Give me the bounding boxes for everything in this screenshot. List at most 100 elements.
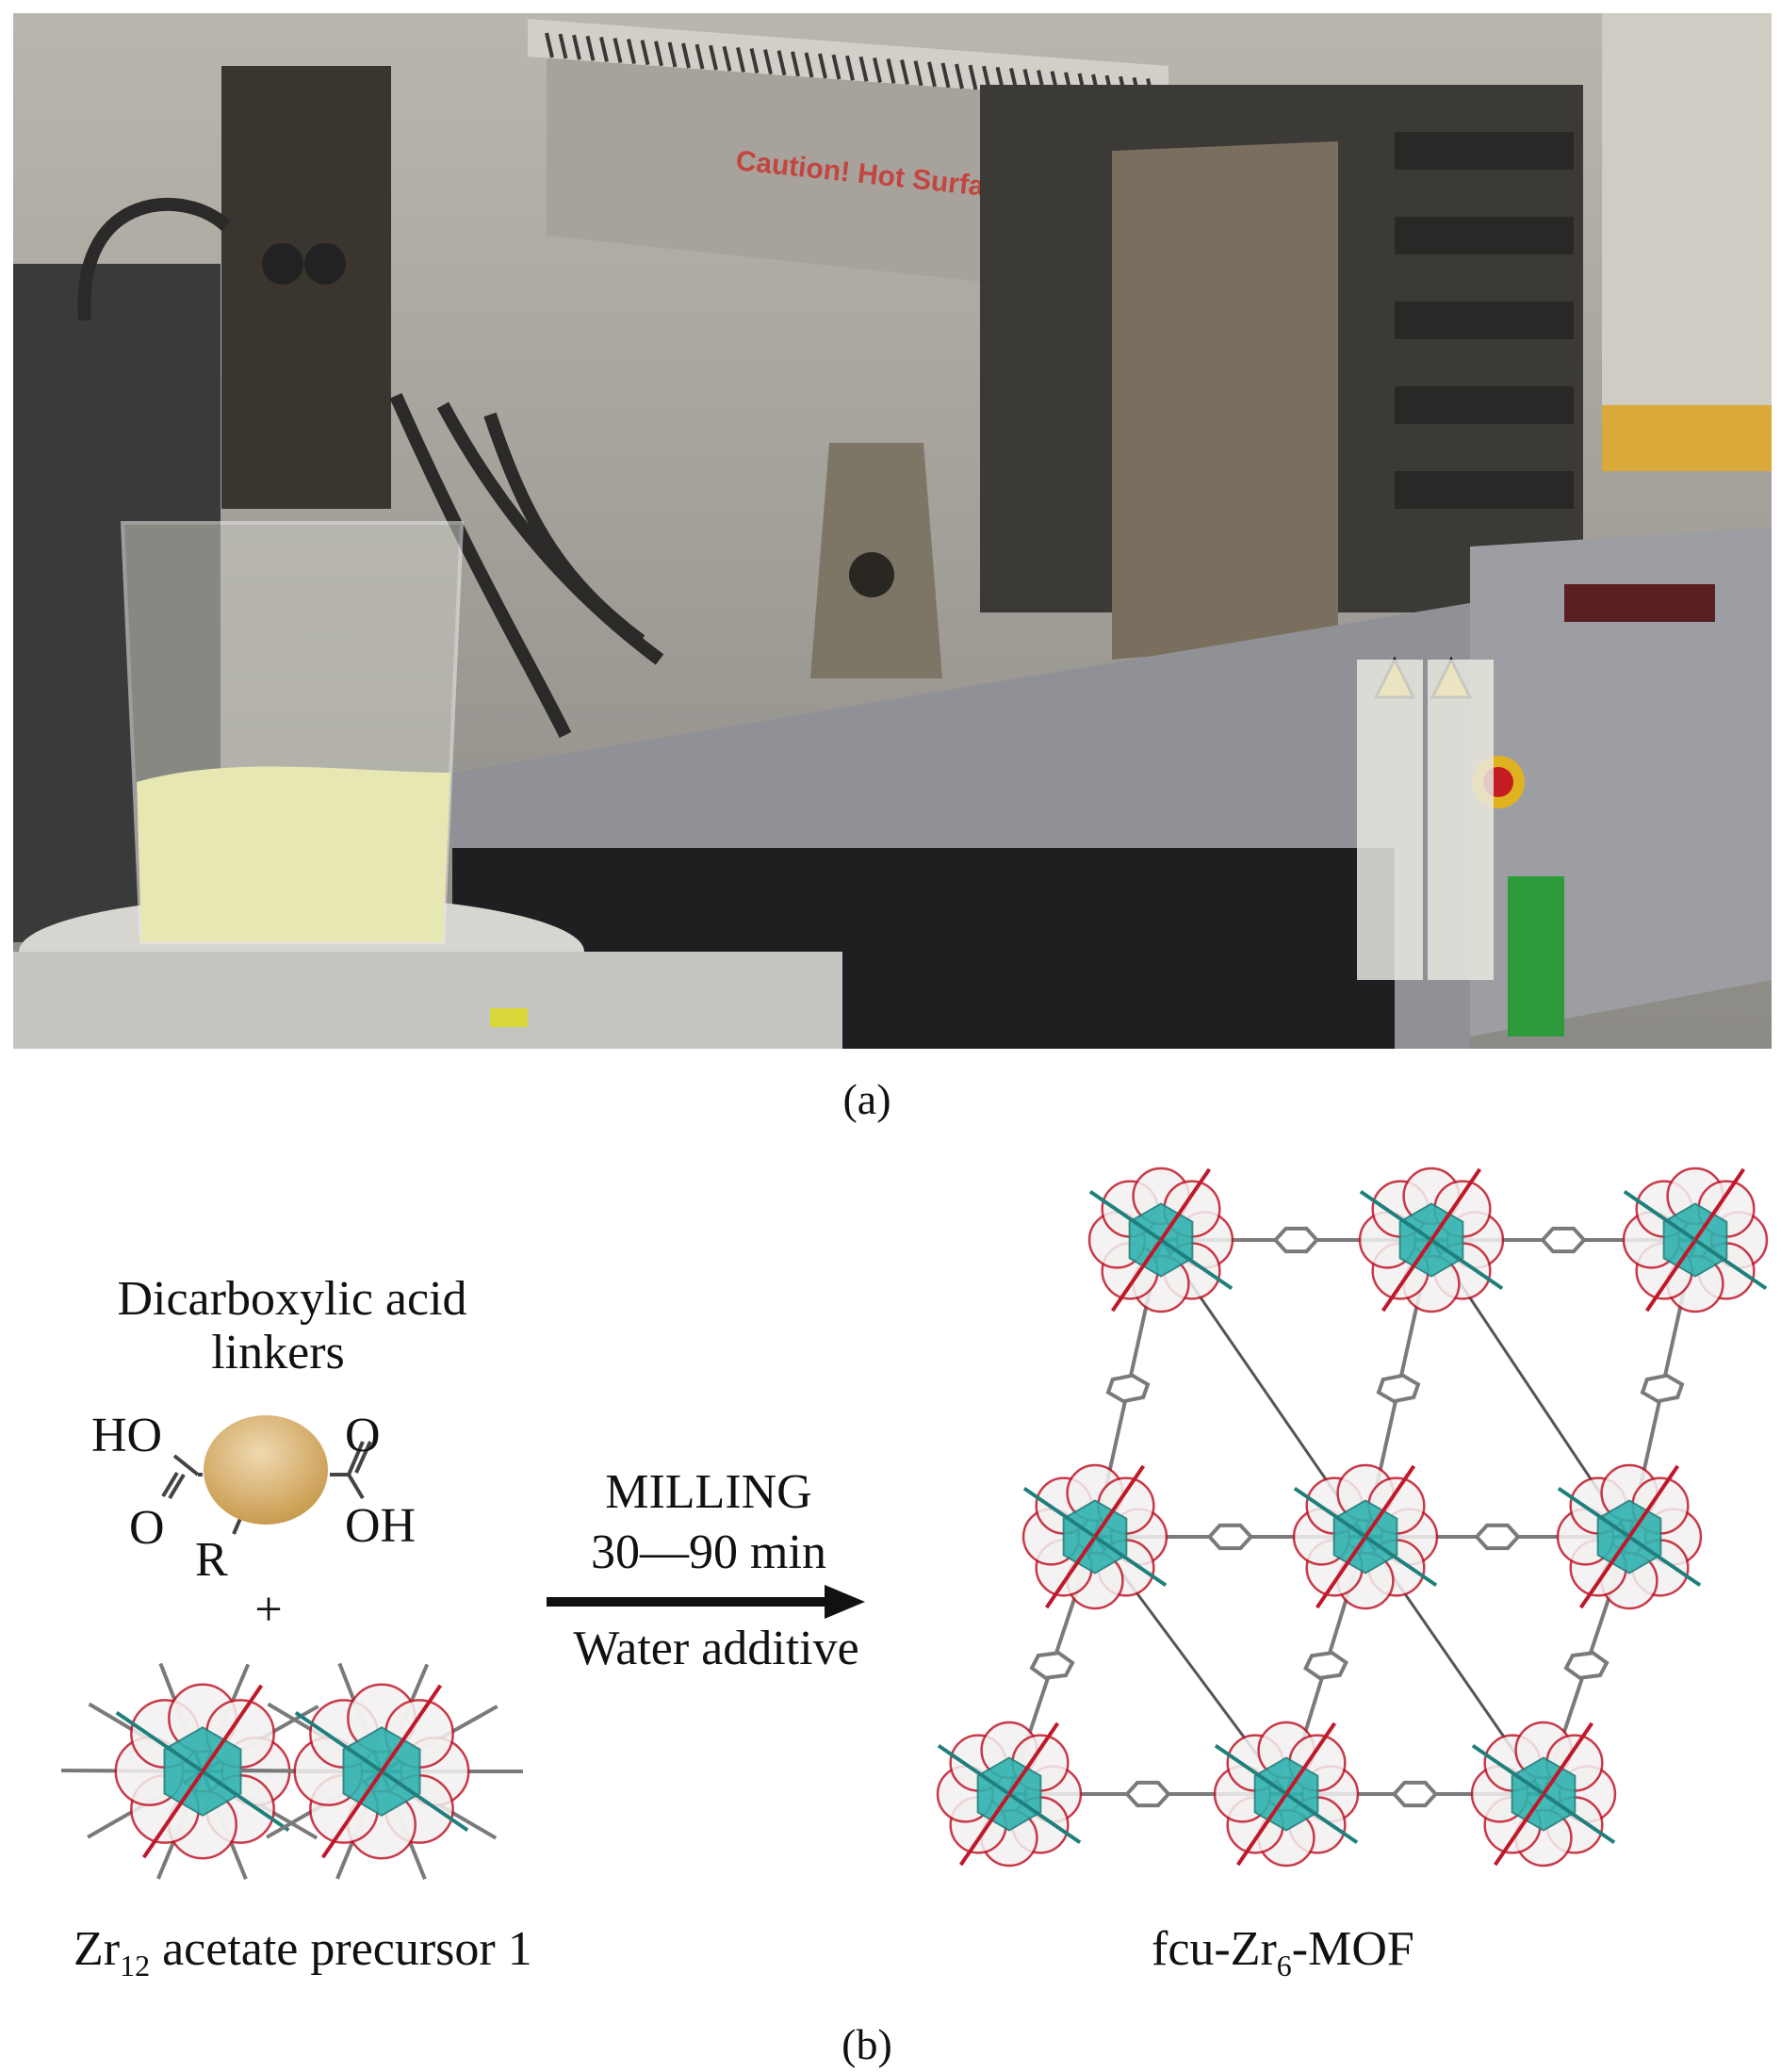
benzene-ring <box>1640 1373 1685 1404</box>
vent-slot <box>722 45 732 72</box>
bond <box>1557 1486 1631 1539</box>
zr-cluster <box>1213 1721 1360 1868</box>
vent-slot <box>613 38 623 63</box>
vent-slot <box>940 62 951 89</box>
condition-water: Water additive <box>573 1622 858 1675</box>
vent-slot <box>585 35 596 61</box>
vent-slot <box>558 33 568 59</box>
panel-a-label: (a) <box>842 1075 890 1123</box>
linker-title-line2: linkers <box>211 1326 345 1379</box>
zr-cluster <box>293 1683 470 1860</box>
vent-slot <box>545 32 554 58</box>
vent-slot <box>845 55 855 81</box>
vent-slot <box>640 40 650 66</box>
bond <box>958 1792 1011 1867</box>
product-label: fcu-Zr6-MOF <box>1152 1922 1414 1982</box>
zr12-precursor-structure <box>60 1662 523 1880</box>
benzene-ring <box>1303 1651 1348 1680</box>
bond <box>1693 1238 1768 1291</box>
bond <box>1159 1167 1212 1242</box>
benzene-ring <box>1563 1651 1609 1680</box>
vent-slot <box>681 42 691 69</box>
zr-cluster <box>1556 1463 1703 1610</box>
benzene-ring <box>1376 1373 1421 1404</box>
bond <box>1235 1792 1288 1867</box>
vent-slot <box>804 52 814 78</box>
benzene-ring <box>1206 1523 1254 1551</box>
bond <box>141 1770 204 1859</box>
atom-o-top: O <box>345 1409 381 1462</box>
zr-cluster <box>1087 1167 1234 1313</box>
bond <box>1364 1535 1438 1588</box>
atom-r: R <box>195 1533 228 1587</box>
vent-slot <box>900 59 909 86</box>
bond <box>1088 1189 1163 1242</box>
benzene-ring <box>1029 1651 1075 1680</box>
bond <box>1315 1535 1367 1609</box>
bond <box>1381 1238 1433 1313</box>
bond <box>1214 1743 1288 1796</box>
bond <box>1007 1721 1060 1796</box>
precursor-label: Zr12 acetate precursor 1 <box>74 1922 532 1982</box>
bond <box>1110 1238 1163 1313</box>
vent-slot <box>927 61 937 88</box>
bond <box>1284 1792 1359 1845</box>
reaction-arrow <box>547 1585 865 1619</box>
panel-b-label: (b) <box>841 2020 892 2068</box>
bond <box>115 1710 204 1773</box>
vent-slot <box>913 60 923 87</box>
vent-slot <box>791 51 800 77</box>
benzene-ring <box>1272 1226 1320 1254</box>
condition-time: 30—90 min <box>591 1525 826 1579</box>
vent-slot <box>873 57 882 83</box>
bond <box>1430 1238 1504 1291</box>
bond <box>1493 1792 1545 1867</box>
vent-slot <box>709 44 718 71</box>
bond <box>1542 1792 1616 1845</box>
vent-slot <box>627 39 636 65</box>
benzene-ring <box>1474 1523 1521 1551</box>
benzene-ring <box>1391 1780 1439 1808</box>
bond <box>1627 1464 1680 1539</box>
bond <box>1159 1238 1234 1291</box>
zr-cluster <box>936 1721 1083 1868</box>
vent-slot <box>694 43 705 70</box>
zr-cluster <box>1292 1463 1439 1610</box>
vent-slot <box>667 41 678 68</box>
bond <box>1430 1167 1482 1242</box>
vent-slot <box>886 58 896 84</box>
benzene-ring <box>1124 1780 1171 1808</box>
bond <box>294 1710 384 1773</box>
bond <box>1644 1238 1697 1313</box>
bond <box>1542 1721 1594 1796</box>
vent-slot <box>831 54 841 80</box>
vent-slot <box>749 48 760 73</box>
bond <box>1623 1189 1697 1242</box>
bond <box>1359 1189 1433 1242</box>
condition-milling: MILLING <box>605 1465 812 1519</box>
bond <box>1284 1721 1337 1796</box>
zr-cluster <box>1358 1167 1505 1313</box>
zr-cluster <box>1470 1721 1617 1868</box>
vent-slot <box>654 41 663 67</box>
bond <box>380 1684 443 1773</box>
bond <box>380 1770 469 1833</box>
bond <box>201 1770 290 1833</box>
vent-slot <box>818 53 827 79</box>
bond <box>1627 1535 1702 1588</box>
vent-slot <box>858 56 869 82</box>
vent-slot <box>763 49 773 75</box>
atom-oh: OH <box>345 1499 416 1553</box>
bond <box>201 1684 264 1773</box>
atom-o-bottom: O <box>129 1501 165 1555</box>
bond <box>1578 1535 1631 1609</box>
bond <box>1093 1464 1146 1539</box>
linker-title-line1: Dicarboxylic acid <box>117 1272 466 1326</box>
bond <box>937 1743 1011 1796</box>
vent-slot <box>599 36 609 62</box>
vent-slot <box>736 46 745 73</box>
plus-sign: + <box>254 1583 282 1637</box>
bond <box>1093 1535 1168 1588</box>
vent-slot <box>572 34 581 60</box>
